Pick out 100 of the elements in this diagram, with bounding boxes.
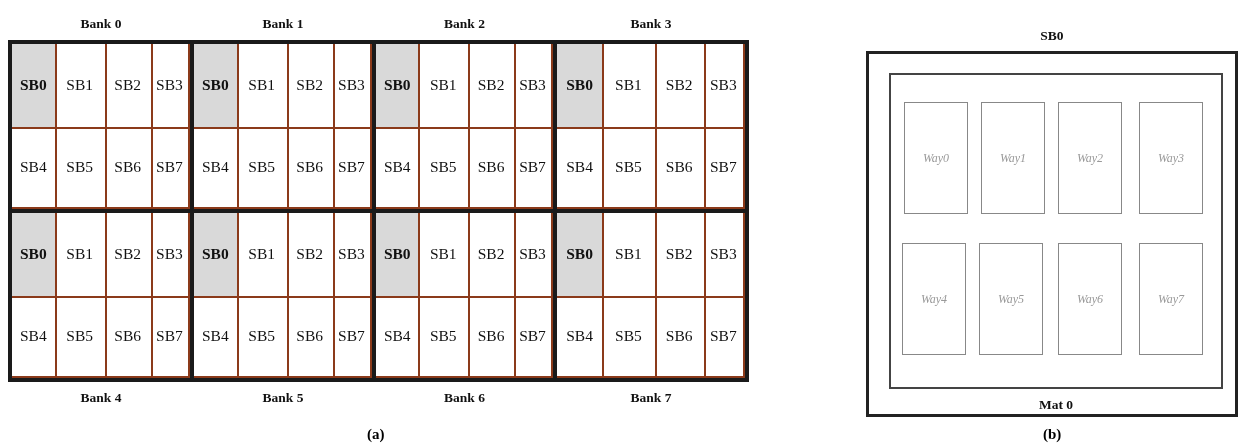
cell-label: SB7	[519, 326, 546, 345]
cell-label: SB2	[477, 245, 505, 264]
cell-label: SB0	[383, 76, 411, 95]
cell-label: SB4	[20, 157, 47, 176]
sub-bank-cell	[703, 295, 745, 378]
cell-label: SB6	[114, 157, 142, 176]
sub-bank-cell	[194, 44, 239, 129]
cell-label: SB7	[156, 326, 183, 345]
cell-label: SB2	[114, 76, 142, 95]
heading: Bank 1	[261, 16, 305, 32]
way-label: Way5	[997, 291, 1025, 307]
sub-bank-cell	[104, 295, 153, 378]
cell-label: SB3	[338, 76, 365, 95]
sub-bank-cell	[376, 44, 421, 129]
cell-label: SB4	[383, 157, 411, 176]
sub-bank-cell	[194, 213, 239, 298]
sub-bank-cell	[376, 213, 421, 298]
sub-bank-cell	[194, 295, 239, 378]
sub-bank-cell	[468, 213, 517, 298]
sub-bank-cell	[654, 44, 706, 129]
cell-label: SB5	[615, 157, 642, 176]
way-box	[979, 243, 1043, 355]
sub-bank-cell	[468, 44, 517, 129]
cell-label: SB5	[429, 157, 457, 176]
cell-label: SB3	[709, 245, 737, 264]
cell-label: SB2	[296, 76, 324, 95]
way-label: Way4	[920, 291, 948, 307]
cell-label: SB4	[383, 326, 411, 345]
heading: Bank 6	[443, 390, 486, 406]
cell-label: SB4	[566, 157, 593, 176]
way-box	[1058, 102, 1122, 214]
cell-label: SB4	[202, 326, 229, 345]
cell-label: SB1	[429, 245, 457, 264]
cell-label: SB3	[519, 76, 546, 95]
way-label: Way0	[922, 150, 950, 166]
sub-bank-cell	[236, 295, 289, 378]
cell-label: SB1	[248, 245, 275, 264]
way-box	[981, 102, 1045, 214]
cell-label: SB6	[665, 326, 693, 345]
sub-bank-cell	[12, 213, 57, 298]
way-label: Way7	[1157, 291, 1185, 307]
heading: Bank 3	[629, 16, 673, 32]
cell-label: SB6	[114, 326, 142, 345]
heading: Bank 4	[79, 390, 123, 406]
sub-bank-cell	[104, 44, 153, 129]
cell-label: SB1	[615, 76, 642, 95]
cell-label: SB6	[296, 157, 324, 176]
heading: Bank 0	[79, 16, 123, 32]
cell-label: SB1	[248, 76, 275, 95]
sub-bank-cell	[54, 295, 107, 378]
sub-bank-cell	[286, 213, 335, 298]
cell-label: SB1	[66, 76, 93, 95]
sub-bank-cell	[54, 44, 107, 129]
heading: Bank 5	[261, 390, 305, 406]
way-label: Way1	[999, 150, 1027, 166]
way-label: Way3	[1157, 150, 1185, 166]
cell-label: SB0	[20, 76, 47, 95]
cell-label: SB2	[665, 76, 693, 95]
way-box	[902, 243, 966, 355]
way-box	[1139, 243, 1203, 355]
cell-label: SB5	[248, 326, 275, 345]
panel-caption: (a)	[367, 426, 385, 443]
cell-label: SB4	[566, 326, 593, 345]
sub-bank-cell	[602, 44, 657, 129]
sub-bank-cell	[236, 213, 289, 298]
cell-label: SB5	[248, 157, 275, 176]
cell-label: SB0	[202, 76, 229, 95]
cell-label: SB0	[383, 245, 411, 264]
cell-label: SB3	[338, 245, 365, 264]
cell-label: SB2	[665, 245, 693, 264]
sub-bank-cell	[703, 213, 745, 298]
heading: SB0	[1039, 28, 1065, 44]
cell-label: SB0	[566, 76, 593, 95]
sub-bank-cell	[557, 44, 605, 129]
cell-label: SB0	[20, 245, 47, 264]
sub-bank-cell	[418, 295, 470, 378]
sub-bank-cell	[602, 295, 657, 378]
cell-label: SB0	[566, 245, 593, 264]
way-box	[1058, 243, 1122, 355]
cell-label: SB1	[66, 245, 93, 264]
cell-label: SB1	[615, 245, 642, 264]
sub-bank-cell	[286, 44, 335, 129]
sub-bank-cell	[418, 44, 470, 129]
cell-label: SB3	[709, 76, 737, 95]
sub-bank-cell	[703, 44, 745, 129]
cell-label: SB3	[519, 245, 546, 264]
cell-label: SB7	[709, 157, 737, 176]
cell-label: SB7	[338, 157, 365, 176]
cell-label: SB3	[156, 245, 183, 264]
sub-bank-cell	[12, 295, 57, 378]
way-label: Way2	[1076, 150, 1104, 166]
sub-bank-cell	[12, 44, 57, 129]
cell-label: SB7	[338, 326, 365, 345]
sub-bank-cell	[654, 295, 706, 378]
heading: Bank 7	[629, 390, 673, 406]
cell-label: SB2	[114, 245, 142, 264]
cell-label: SB2	[296, 245, 324, 264]
sub-bank-cell	[602, 213, 657, 298]
sub-bank-cell	[286, 295, 335, 378]
sub-bank-cell	[418, 213, 470, 298]
